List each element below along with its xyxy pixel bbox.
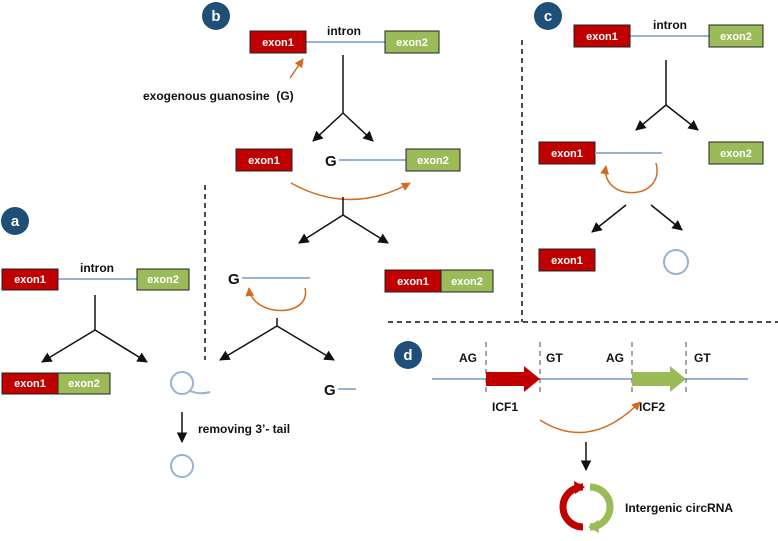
panel-badge-a: a — [1, 207, 29, 235]
exon2-box: exon2 — [384, 30, 440, 54]
intron-attack-curve — [245, 287, 307, 312]
circular-intron-with-exon1 — [663, 249, 689, 275]
exon2-label: exon2 — [451, 276, 483, 288]
guanosine-label: G — [324, 382, 336, 399]
split-arrow-left — [312, 112, 344, 142]
panel-letter-a: a — [11, 213, 20, 230]
removing-tail-label: removing 3’- tail — [198, 422, 290, 436]
split-arrow-right — [342, 112, 374, 142]
lariat-with-tail — [170, 371, 211, 395]
icf2-arrow — [632, 366, 686, 392]
ag-label: AG — [606, 351, 624, 365]
ligated-exons: exon1 exon2 — [384, 269, 494, 293]
guanosine-label: G — [325, 153, 337, 170]
exon1-box-released: exon1 — [235, 148, 293, 172]
guanosine-label: G — [228, 271, 240, 288]
arrow-to-lariat — [94, 329, 148, 363]
split-arrow-right — [650, 204, 683, 231]
exon1-label: exon1 — [262, 37, 294, 49]
exon1-label: exon1 — [397, 276, 429, 288]
intergenic-circrna-label: Intergenic circRNA — [625, 501, 733, 515]
split-arrow-left — [635, 104, 667, 131]
backsplice-curve — [539, 401, 641, 434]
exon2-box: exon2 — [405, 148, 461, 172]
exon1-attack-curve — [290, 182, 411, 201]
icf1-arrow — [486, 366, 540, 392]
exon2-label: exon2 — [720, 31, 752, 43]
exon2-label: exon2 — [417, 155, 449, 167]
gt-label: GT — [546, 351, 563, 365]
panel-letter-b: b — [211, 8, 220, 25]
icf1-label: ICF1 — [492, 400, 518, 414]
exon2-release-curve — [600, 162, 658, 194]
intron-label: intron — [327, 24, 361, 38]
exon1-box: exon1 — [538, 141, 596, 165]
exon2-box: exon2 — [136, 268, 190, 291]
exon2-box: exon2 — [708, 24, 764, 48]
arrow-to-ligated-exons — [41, 329, 96, 363]
exon1-box: exon1 — [249, 30, 307, 54]
split-arrow-left — [298, 214, 344, 244]
intergenic-circrna-icon — [559, 481, 614, 533]
panel-b: intron exon1 exon2 exogenous guanosine (… — [143, 24, 494, 399]
icf2-label: ICF2 — [639, 400, 665, 414]
panel-badge-b: b — [202, 2, 230, 30]
intron-label: intron — [80, 261, 114, 275]
split-arrow-right — [342, 214, 389, 244]
exon1-box: exon1 — [538, 248, 596, 272]
exon1-label: exon1 — [586, 31, 618, 43]
split-arrow-left — [591, 204, 627, 233]
ligated-exons: exon1 exon2 — [1, 372, 111, 395]
exon2-box-released: exon2 — [708, 141, 764, 165]
panel-a: intron exon1 exon2 exon1 exon2 removing … — [1, 261, 290, 478]
exon1-label: exon1 — [551, 148, 583, 160]
exon1-box: exon1 — [573, 24, 631, 48]
circular-intron — [170, 454, 194, 478]
panel-badge-d: d — [394, 341, 422, 369]
intron-label: intron — [653, 18, 687, 32]
panel-c: intron exon1 exon2 exon1 exon2 exon1 — [538, 18, 764, 275]
split-arrow-right — [665, 104, 699, 131]
panel-letter-c: c — [544, 8, 552, 25]
exogenous-guanosine-label: exogenous guanosine (G) — [143, 89, 294, 103]
exon2-label: exon2 — [396, 37, 428, 49]
exon2-label: exon2 — [720, 148, 752, 160]
gt-label: GT — [694, 351, 711, 365]
exon2-label: exon2 — [147, 274, 179, 286]
exon1-label: exon1 — [14, 378, 46, 390]
panel-d: AG GT AG GT ICF1 ICF2 Intergenic circRNA — [432, 342, 748, 533]
split-arrow-left — [219, 325, 278, 361]
ag-label: AG — [459, 351, 477, 365]
split-arrow-right — [276, 325, 335, 361]
exon1-label: exon1 — [14, 274, 46, 286]
exon1-label: exon1 — [248, 155, 280, 167]
exon2-label: exon2 — [68, 378, 100, 390]
exon1-label: exon1 — [551, 255, 583, 267]
exon1-box: exon1 — [1, 268, 59, 291]
guanosine-attack-arrow — [289, 58, 304, 79]
panel-letter-d: d — [403, 347, 412, 364]
panel-badge-c: c — [534, 2, 562, 30]
